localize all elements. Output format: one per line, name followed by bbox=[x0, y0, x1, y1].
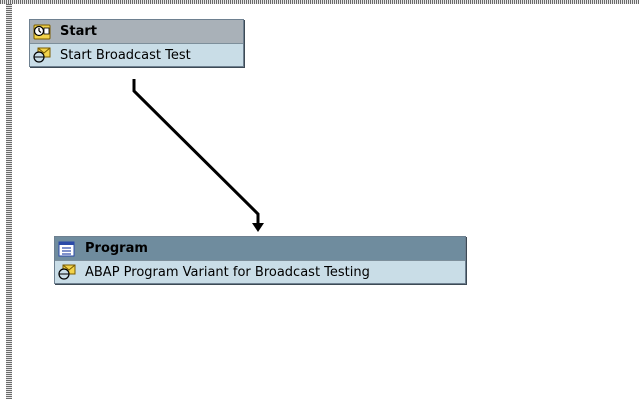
program-node-step-label: ABAP Program Variant for Broadcast Testi… bbox=[85, 264, 370, 280]
start-node-step-label: Start Broadcast Test bbox=[60, 47, 191, 63]
clock-icon bbox=[33, 24, 51, 40]
program-node-title: Program bbox=[85, 241, 148, 256]
event-envelope-icon bbox=[33, 47, 51, 63]
program-list-icon bbox=[58, 241, 76, 257]
canvas-top-border bbox=[0, 0, 639, 4]
canvas-left-border bbox=[6, 4, 12, 399]
connector-arrowhead bbox=[252, 223, 264, 232]
program-node[interactable]: Program ABAP Program Variant for Broadca… bbox=[54, 236, 466, 284]
workflow-canvas[interactable] bbox=[12, 4, 639, 399]
program-node-step[interactable]: ABAP Program Variant for Broadcast Testi… bbox=[55, 260, 465, 283]
start-node-title: Start bbox=[60, 24, 97, 39]
program-node-header[interactable]: Program bbox=[55, 237, 465, 260]
connector-line bbox=[132, 79, 260, 226]
event-envelope-icon bbox=[58, 264, 76, 280]
start-node-header[interactable]: Start bbox=[30, 20, 243, 43]
start-node-step[interactable]: Start Broadcast Test bbox=[30, 43, 243, 66]
start-node[interactable]: Start Start Broadcast Test bbox=[29, 19, 244, 67]
